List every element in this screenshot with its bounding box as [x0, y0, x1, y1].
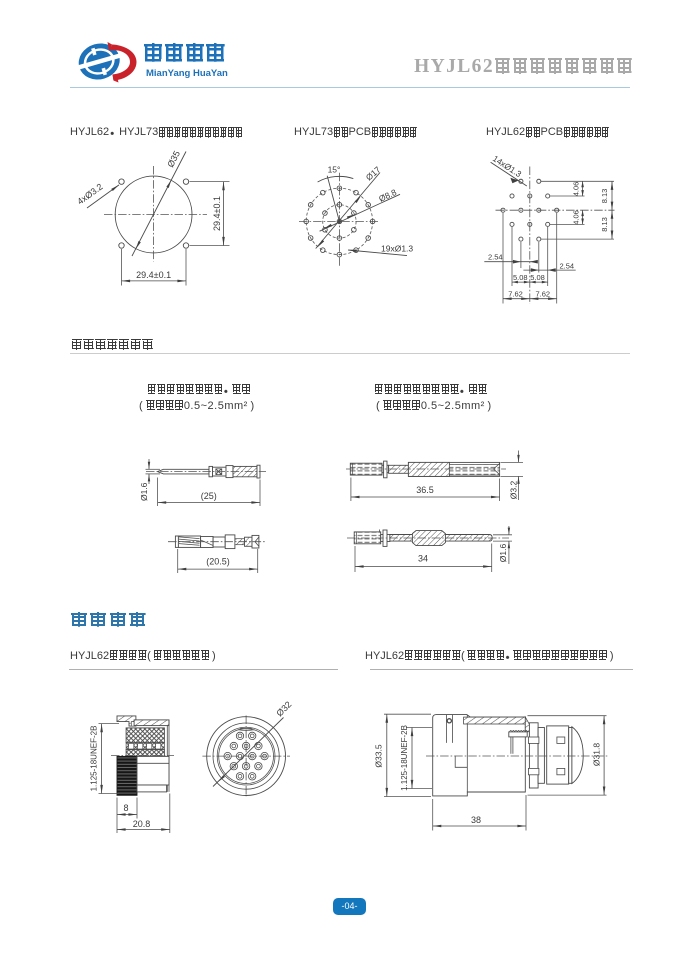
svg-text:5.08: 5.08 [513, 273, 528, 282]
svg-text:15°: 15° [328, 165, 341, 175]
svg-text:14xØ1.3: 14xØ1.3 [491, 153, 524, 179]
svg-text:Ø1.6: Ø1.6 [498, 544, 508, 563]
svg-text:8.13: 8.13 [600, 217, 609, 232]
svg-text:7.62: 7.62 [535, 290, 550, 299]
svg-text:38: 38 [471, 815, 481, 825]
svg-text:5.08: 5.08 [530, 273, 545, 282]
svg-text:19xØ1.3: 19xØ1.3 [381, 244, 413, 254]
svg-text:34: 34 [418, 553, 428, 563]
svg-text:8.13: 8.13 [600, 189, 609, 204]
svg-text:Ø32: Ø32 [274, 699, 293, 718]
svg-text:Ø1.6: Ø1.6 [139, 482, 149, 501]
svg-text:4xØ3.2: 4xØ3.2 [75, 181, 104, 206]
svg-text:Ø31.8: Ø31.8 [592, 743, 602, 766]
svg-text:2.54: 2.54 [488, 252, 503, 261]
svg-text:4.06: 4.06 [571, 210, 580, 225]
svg-text:1.125-18UNEF-2B: 1.125-18UNEF-2B [90, 726, 99, 792]
svg-text:Ø35: Ø35 [165, 149, 182, 169]
svg-text:29.4±0.1: 29.4±0.1 [212, 196, 222, 231]
svg-text:29.4±0.1: 29.4±0.1 [136, 270, 171, 280]
svg-text:20.8: 20.8 [133, 819, 151, 829]
svg-text:(25): (25) [201, 491, 217, 501]
svg-text:2.54: 2.54 [560, 262, 575, 271]
svg-text:4.06: 4.06 [571, 182, 580, 197]
svg-text:36.5: 36.5 [416, 485, 434, 495]
svg-text:Ø8.8: Ø8.8 [377, 187, 398, 204]
svg-text:Ø17: Ø17 [364, 164, 383, 182]
svg-text:Ø33.5: Ø33.5 [374, 744, 384, 767]
svg-text:7.62: 7.62 [508, 290, 523, 299]
svg-text:Ø3.2: Ø3.2 [509, 481, 519, 500]
svg-text:(20.5): (20.5) [206, 556, 230, 566]
svg-text:1.125-18UNEF-2B: 1.125-18UNEF-2B [400, 725, 409, 791]
svg-text:8: 8 [123, 803, 128, 813]
